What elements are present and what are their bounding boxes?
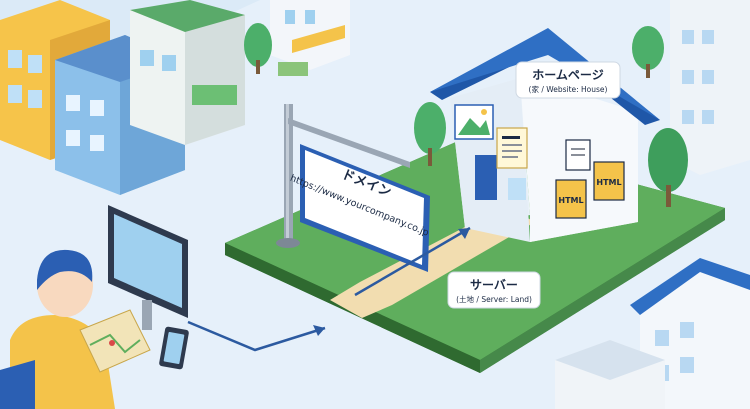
document-icon	[565, 139, 591, 171]
homepage-house: HTML HTML	[430, 28, 660, 242]
tree-left-house	[414, 102, 446, 166]
smartphone-icon	[159, 326, 189, 370]
domain-signpost	[276, 104, 430, 272]
html-file-icon: HTML	[593, 161, 625, 201]
tree-right-top	[632, 26, 664, 78]
house-window	[508, 178, 526, 200]
building-green-roof	[130, 0, 245, 145]
server-label: サーバー (土地 / Server: Land)	[447, 271, 541, 309]
homepage-subtitle: (家 / Website: House)	[529, 84, 608, 94]
flow-arrow-monitor-to-land	[187, 320, 326, 352]
html-tag-right: HTML	[596, 178, 621, 187]
html-file-icon: HTML	[555, 179, 587, 219]
flow-arrow-path-to-house	[354, 226, 471, 297]
person-lower-left-block	[0, 360, 35, 409]
server-title: サーバー	[470, 278, 518, 292]
homepage-label: ホームページ (家 / Website: House)	[515, 61, 621, 99]
tree-top-left	[244, 23, 272, 74]
text-file-icon	[496, 127, 528, 169]
monitor-icon	[108, 205, 188, 330]
roof	[430, 32, 660, 125]
server-subtitle: (土地 / Server: Land)	[456, 294, 532, 304]
image-file-icon	[454, 104, 494, 140]
building-right-top	[670, 0, 750, 175]
building-bottom-mid	[555, 340, 665, 409]
garden-path	[330, 206, 535, 318]
door	[475, 155, 497, 200]
html-tag-left: HTML	[558, 196, 583, 205]
building-cafe	[270, 0, 350, 76]
tree-right-house	[648, 128, 688, 207]
homepage-title: ホームページ	[532, 68, 603, 82]
map-icon	[79, 309, 151, 373]
